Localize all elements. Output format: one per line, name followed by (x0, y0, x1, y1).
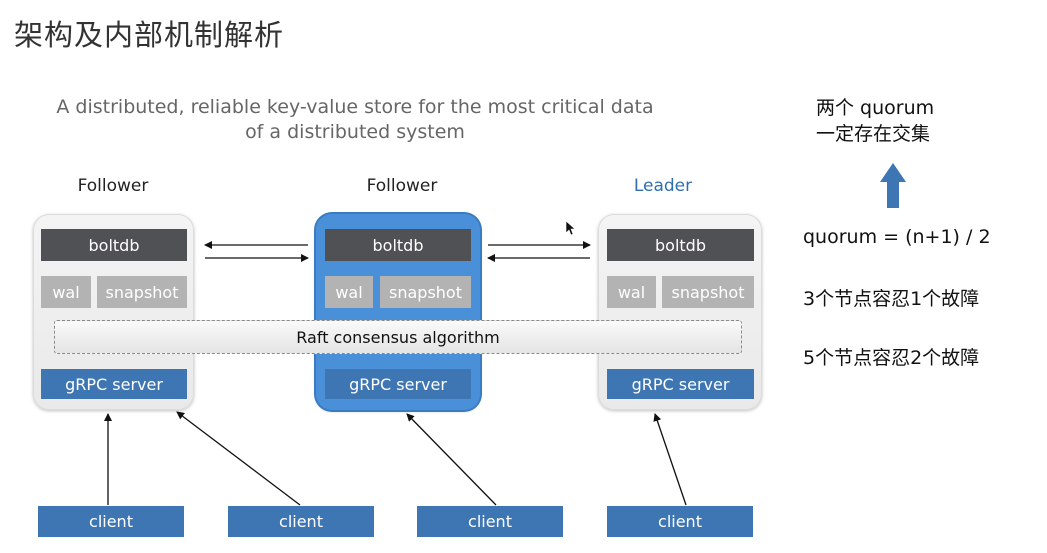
tolerance-5-nodes: 5个节点容忍2个故障 (803, 347, 980, 369)
up-arrow-icon (880, 163, 906, 208)
node-1-boltdb: boltdb (41, 229, 187, 261)
node-3-role: Leader (633, 176, 693, 196)
quorum-intersection-note: 两个 quorum 一定存在交集 (816, 97, 935, 145)
client-3-arrow (406, 413, 497, 506)
quorum-formula: quorum = (n+1) / 2 (803, 226, 991, 248)
raft-consensus-bar: Raft consensus algorithm (54, 320, 742, 354)
node-2-boltdb: boltdb (325, 229, 471, 261)
node-3-boltdb: boltdb (607, 229, 754, 261)
node-2-role: Follower (366, 176, 438, 196)
client-2-arrow (176, 411, 301, 506)
node-2-grpc-server: gRPC server (325, 369, 471, 399)
client-4-arrow (653, 413, 687, 506)
node-3-wal: wal (607, 276, 656, 308)
mouse-cursor-icon (565, 220, 576, 236)
client-4[interactable]: client (607, 506, 753, 537)
client-3[interactable]: client (417, 506, 563, 537)
node-1-role: Follower (77, 176, 149, 196)
node-1-grpc-server: gRPC server (41, 369, 187, 399)
node-3-snapshot: snapshot (662, 276, 754, 308)
node-3-grpc-server: gRPC server (607, 369, 754, 399)
page-title: 架构及内部机制解析 (14, 18, 285, 52)
client-2[interactable]: client (228, 506, 374, 537)
node-2-snapshot: snapshot (380, 276, 471, 308)
client-1[interactable]: client (38, 506, 184, 537)
subtitle-line-1: A distributed, reliable key-value store … (56, 96, 654, 118)
node-2-wal: wal (325, 276, 373, 308)
tolerance-3-nodes: 3个节点容忍1个故障 (803, 288, 980, 310)
subtitle-line-2: of a distributed system (245, 121, 465, 143)
node-1-snapshot: snapshot (97, 276, 187, 308)
node-1-wal: wal (41, 276, 91, 308)
